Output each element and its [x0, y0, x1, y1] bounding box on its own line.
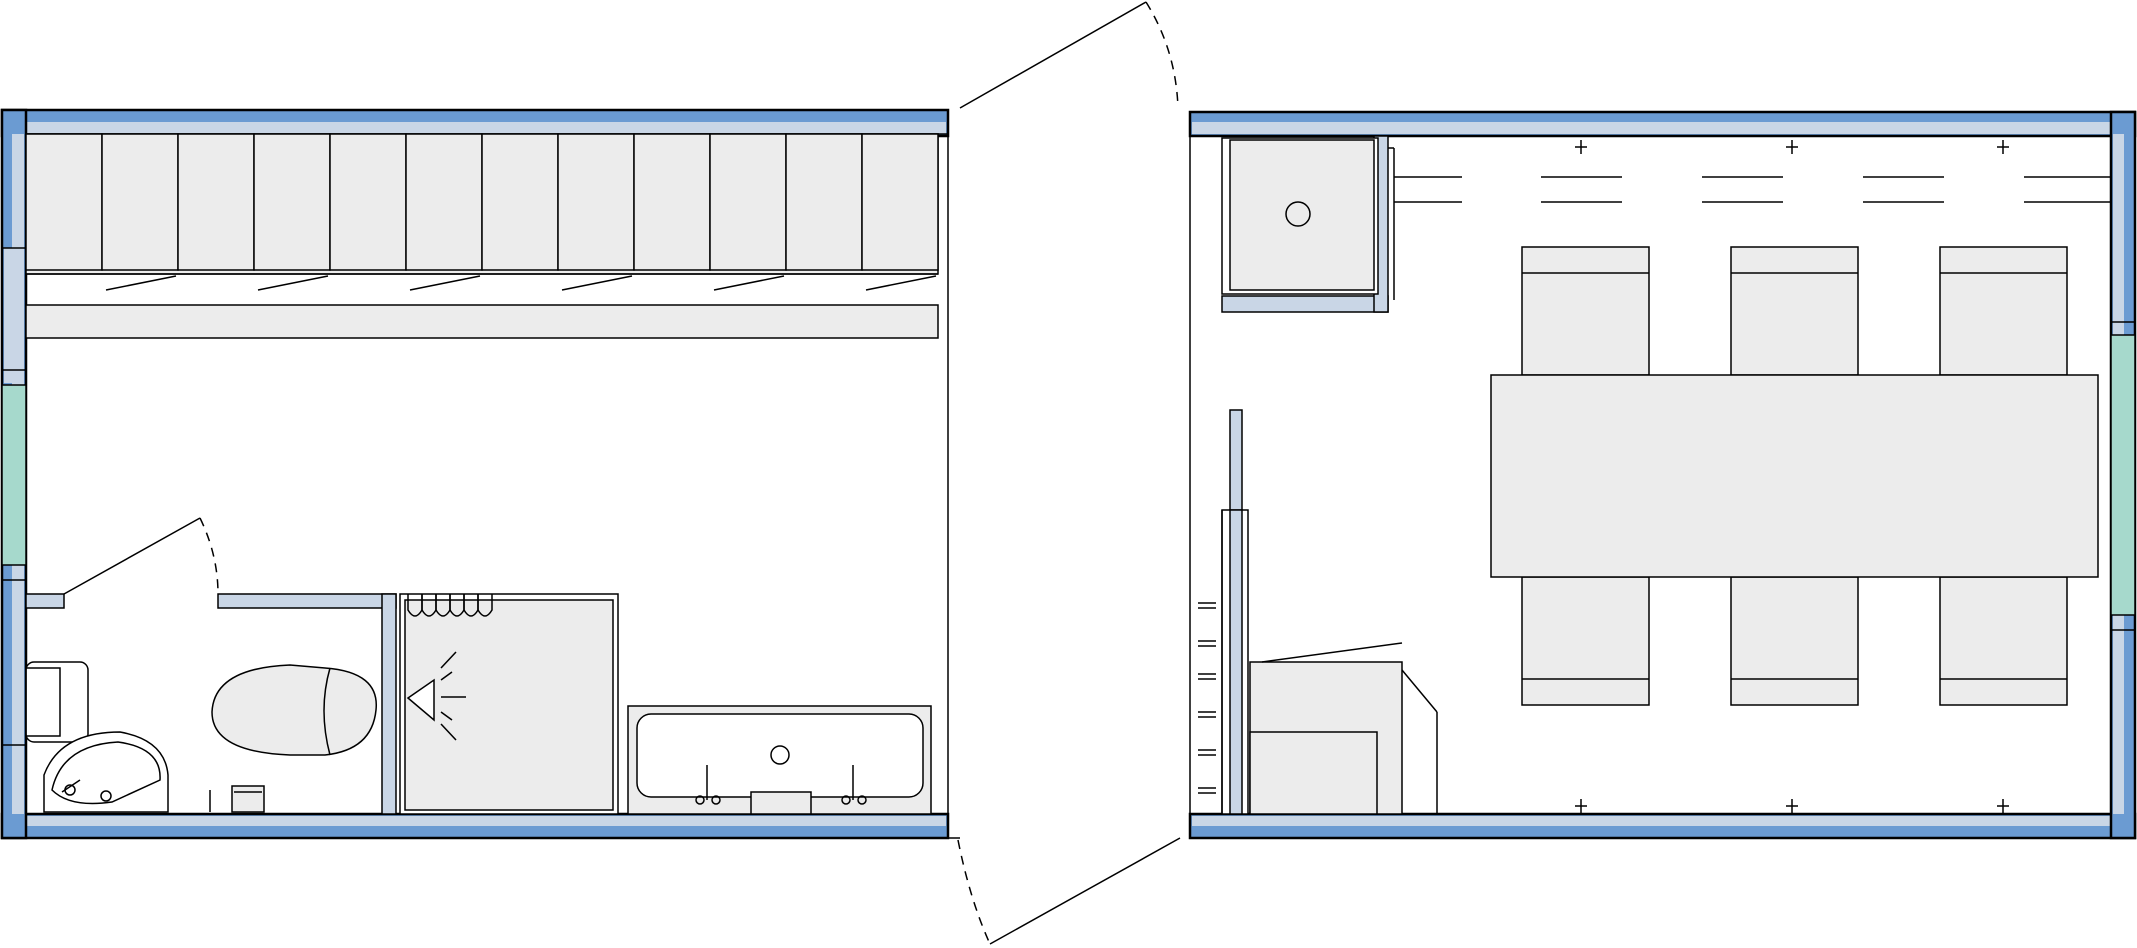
dining-table — [1490, 374, 2099, 578]
bathroom-partition-right — [217, 593, 397, 609]
right-window — [2110, 334, 2136, 616]
left-module — [0, 1, 1181, 945]
toilet — [209, 664, 377, 813]
chair — [1521, 576, 1650, 706]
swing-door — [1198, 409, 1249, 815]
shower-head-icon — [406, 651, 466, 741]
chair — [1730, 576, 1859, 706]
door-swing-mark — [865, 275, 937, 291]
right-module — [1188, 110, 2137, 840]
wardrobe-door — [633, 133, 711, 271]
door-swing-icon — [63, 517, 219, 595]
door-swing-mark — [409, 275, 481, 291]
door-swing-mark — [561, 275, 633, 291]
wardrobe-door — [101, 133, 179, 271]
door-swing-mark — [257, 275, 329, 291]
chair — [1939, 576, 2068, 706]
wardrobe-door — [405, 133, 483, 271]
chair — [1730, 246, 1859, 376]
tap-icon — [61, 779, 81, 796]
bathtub — [627, 705, 932, 815]
counter — [1249, 642, 1438, 815]
wardrobe-door — [861, 133, 939, 271]
door-swing-mark — [105, 275, 177, 291]
bathroom-partition-left — [25, 593, 65, 609]
wardrobe-row — [25, 133, 939, 291]
door-swing-mark — [713, 275, 785, 291]
wardrobe-door — [785, 133, 863, 271]
entry-door — [948, 1, 1181, 945]
wardrobe-door — [253, 133, 331, 271]
shower — [399, 593, 619, 815]
ceiling-rail — [1394, 176, 2111, 203]
wardrobe-door — [481, 133, 559, 271]
kitchen-unit — [1221, 135, 1395, 313]
chair — [1939, 246, 2068, 376]
radiator-icon — [407, 594, 493, 617]
drain-icon — [100, 790, 112, 802]
wardrobe-door — [329, 133, 407, 271]
dining-set — [1490, 246, 2099, 706]
wardrobe-door — [709, 133, 787, 271]
washbasin — [25, 661, 169, 813]
wardrobe-door — [557, 133, 635, 271]
shelf — [25, 304, 939, 339]
wardrobe-door — [177, 133, 255, 271]
bathroom-partition-vertical — [381, 593, 397, 815]
left-window — [1, 384, 27, 566]
wardrobe-door — [25, 133, 103, 271]
chair — [1521, 246, 1650, 376]
